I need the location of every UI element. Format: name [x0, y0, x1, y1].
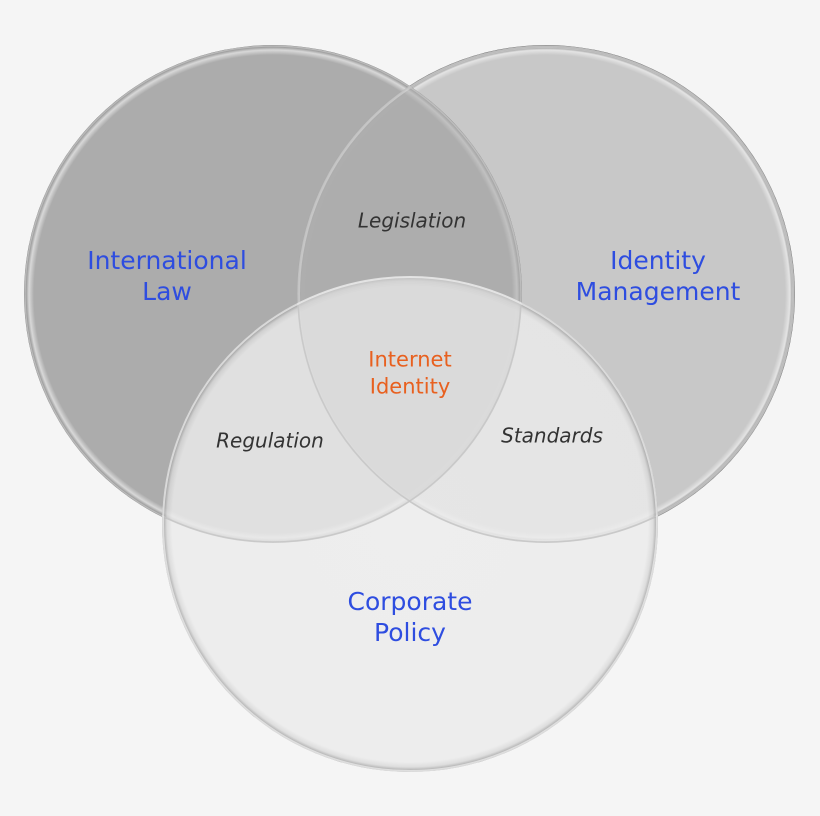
corporate-policy-circle	[162, 276, 658, 772]
legislation-label: Legislation	[357, 208, 467, 233]
regulation-label: Regulation	[216, 428, 324, 453]
standards-label: Standards	[501, 423, 603, 448]
identity-management-label: Identity Management	[575, 245, 741, 306]
corporate-policy-label: Corporate Policy	[347, 586, 473, 647]
international-law-label: International Law	[87, 245, 247, 306]
internet-identity-label: Internet Identity	[368, 347, 452, 399]
